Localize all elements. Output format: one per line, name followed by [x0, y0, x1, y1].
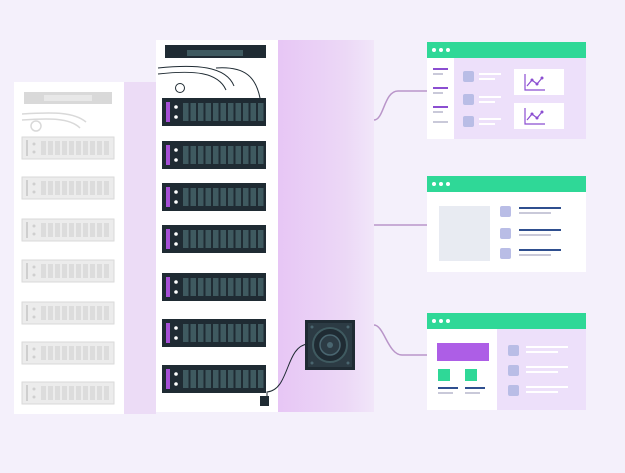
- window-dot: [432, 48, 436, 52]
- form-content: [427, 329, 568, 410]
- window-dot: [446, 319, 450, 323]
- form-window: [427, 313, 586, 410]
- server-unit: [162, 365, 266, 393]
- server-unit: [162, 141, 266, 169]
- media-list-content: [439, 206, 561, 261]
- faded-server-unit: [21, 259, 115, 283]
- dashboard-chart-window: [427, 42, 586, 139]
- window-dot: [446, 182, 450, 186]
- faded-server-unit: [21, 218, 115, 242]
- server-unit: [162, 273, 266, 301]
- faded-server-unit: [21, 176, 115, 200]
- window-dot: [439, 48, 443, 52]
- connector-lines: [373, 90, 428, 356]
- window-dot: [432, 182, 436, 186]
- dashboard-content: [427, 58, 564, 139]
- window-titlebar: [427, 313, 586, 329]
- window-titlebar: [427, 176, 586, 192]
- main-rack-units: [162, 98, 266, 393]
- server-unit: [162, 183, 266, 211]
- window-dot: [446, 48, 450, 52]
- window-dot: [432, 319, 436, 323]
- fan-cable: [260, 343, 309, 406]
- server-unit: [162, 98, 266, 126]
- rack-top-panel: [165, 45, 266, 58]
- cooling-fan-icon: [305, 320, 355, 370]
- server-unit: [162, 319, 266, 347]
- chart-icon: [524, 108, 545, 125]
- window-dot: [439, 319, 443, 323]
- background-rack-units: [21, 136, 115, 405]
- faded-server-unit: [21, 381, 115, 405]
- rack-cables: [157, 65, 261, 99]
- media-list-window: [427, 176, 586, 272]
- faded-server-unit: [21, 136, 115, 160]
- faded-server-unit: [21, 301, 115, 325]
- background-rack-accent: [124, 82, 156, 414]
- window-titlebar: [427, 42, 586, 58]
- faded-server-unit: [21, 341, 115, 365]
- window-dot: [439, 182, 443, 186]
- server-unit: [162, 225, 266, 253]
- chart-icon: [524, 74, 545, 91]
